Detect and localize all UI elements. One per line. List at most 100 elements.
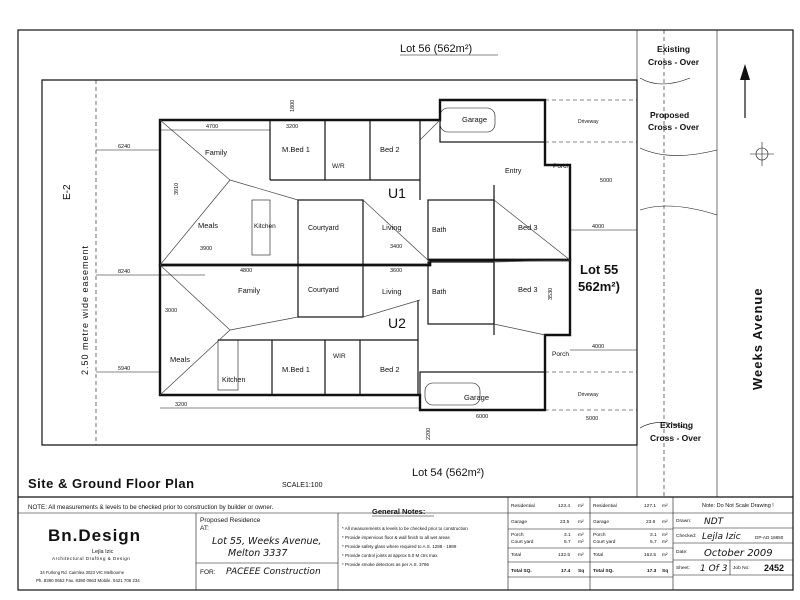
u1-garage: Garage [462, 115, 487, 124]
easement-label: 2.50 metre wide easement [80, 245, 90, 375]
unit1-garage-slab [439, 99, 546, 143]
dim-3900: 3900 [200, 246, 212, 252]
area2-label: Porch [593, 532, 606, 538]
crossover-bottom-label-2: Cross - Over [650, 433, 702, 443]
job-label: Job No: [733, 565, 750, 571]
crossover-top-label-2: Cross - Over [648, 57, 700, 67]
unit1-outline [158, 98, 572, 267]
dim-3200-bottom: 3200 [175, 402, 187, 408]
street-name: Weeks Avenue [750, 287, 765, 390]
area1-unit: m² [578, 539, 584, 545]
area1-label: Residential [511, 503, 535, 509]
driveway-top: Driveway [578, 119, 599, 125]
crossover-existing-top [639, 77, 691, 85]
lot-55-area: 562m²) [578, 279, 620, 294]
construction-note: NOTE: All measurements & levels to be ch… [28, 504, 273, 511]
u2-meals: Meals [170, 355, 190, 364]
area1-value: 17.4 [561, 568, 571, 574]
u1-living: Living [382, 223, 402, 232]
dim-6000: 6000 [476, 414, 488, 420]
area1-value: 123.4 [558, 503, 570, 509]
u1-bath: Bath [432, 227, 447, 234]
area2-value: 162.5 [644, 552, 656, 558]
unit2-garage-slab [419, 371, 546, 411]
area2-value: 5.7 [650, 539, 657, 545]
date-value: October 2009 [704, 548, 773, 559]
date-label: Date: [676, 549, 687, 555]
site-address-1: Lot 55, Weeks Avenue, [212, 536, 321, 547]
unit2-garage-car [424, 382, 481, 406]
sheet-value: 1 Of 3 [700, 564, 728, 574]
general-notes-title: General Notes: [372, 507, 425, 516]
drawn-value: NDT [704, 517, 725, 527]
do-not-scale-note: Note: Do Not Scale Drawing ! [702, 503, 774, 509]
crossover-bottom-label-1: Existing [660, 420, 693, 430]
dim-8240: 8240 [118, 269, 130, 275]
u1-family: Family [205, 148, 227, 157]
area1-unit: m² [578, 503, 584, 509]
roof-hip-lines [159, 119, 571, 396]
area2-label: Residential [593, 503, 617, 509]
u2-bed3: Bed 3 [518, 285, 538, 294]
u1-courtyard: Courtyard [308, 225, 339, 232]
job-value: 2452 [764, 563, 784, 573]
dim-5000-bottom: 5000 [586, 416, 598, 422]
dim-3200-top: 3200 [286, 124, 298, 130]
general-note-1: * All measurements & levels to be checke… [342, 526, 468, 531]
lot-55-boundary [41, 79, 638, 446]
dim-5000-top: 5000 [600, 178, 612, 184]
crossover-proposed-label-2: Cross - Over [648, 122, 700, 132]
crossover-existing-bottom [639, 422, 691, 431]
unit2-kitchen-bench [217, 339, 239, 391]
area2-unit: m² [662, 532, 668, 538]
u2-mbed: M.Bed 1 [282, 365, 310, 374]
company-address: 34 Furlong Rd. Cairnlea 3023 VIC Melbour… [40, 570, 125, 575]
unit1-courtyard-wall [297, 199, 364, 266]
lot-56-label: Lot 56 (562m²) [400, 43, 472, 55]
at-label: AT: [200, 525, 209, 532]
area2-value: 127.1 [644, 503, 656, 509]
u1-porch: Porch [553, 163, 570, 170]
area2-label: Court yard [593, 539, 616, 545]
designer-name: Lejla Izic [92, 549, 114, 555]
area1-unit: m² [578, 519, 584, 525]
dim-4000-bottom: 4000 [592, 344, 604, 350]
area1-label: Garage [511, 519, 527, 525]
sheet-label: Sheet: [676, 565, 690, 571]
area2-unit: m² [662, 503, 668, 509]
u1-bed2: Bed 2 [380, 145, 400, 154]
area-table-unit1: Residential 123.4 m² Garage 23.5 m² Porc… [511, 503, 584, 574]
u2-courtyard: Courtyard [308, 287, 339, 294]
area1-label: Court yard [511, 539, 534, 545]
dim-3600: 3600 [390, 268, 402, 274]
checked-value: Lejla Izic [702, 532, 741, 542]
area1-unit: Sq [578, 568, 584, 574]
sheet-border [17, 29, 794, 591]
dim-5940: 5940 [118, 366, 130, 372]
company-tagline: Architectural Drafting & Design [52, 556, 130, 561]
general-note-5: * Provide smoke detectors as per A.S. 37… [342, 562, 430, 567]
lot-55-label: Lot 55 [580, 262, 618, 277]
dim-3530: 3530 [548, 288, 554, 300]
area2-unit: m² [662, 519, 668, 525]
u2-family: Family [238, 286, 260, 295]
checked-label: Checked: [676, 533, 696, 539]
u2-porch: Porch [552, 351, 569, 358]
u1-bed3: Bed 3 [518, 223, 538, 232]
driveway-bottom: Driveway [578, 392, 599, 398]
u1-entry: Entry [505, 168, 522, 175]
dim-3910: 3910 [174, 183, 180, 195]
area1-value: 23.5 [560, 519, 570, 525]
unit1-label: U1 [388, 185, 406, 201]
area1-value: 5.7 [564, 539, 571, 545]
area2-unit: Sq [662, 568, 668, 574]
dim-4700: 4700 [206, 124, 218, 130]
u2-living: Living [382, 287, 402, 296]
u2-kitchen: Kitchen [222, 377, 245, 384]
area1-value: 132.5 [558, 552, 570, 558]
area1-unit: m² [578, 552, 584, 558]
unit1-kitchen-bench [251, 199, 271, 256]
dim-6240: 6240 [118, 144, 130, 150]
proposed-label: Proposed Residence [200, 517, 261, 524]
company-name: Bn.Design [48, 526, 141, 545]
